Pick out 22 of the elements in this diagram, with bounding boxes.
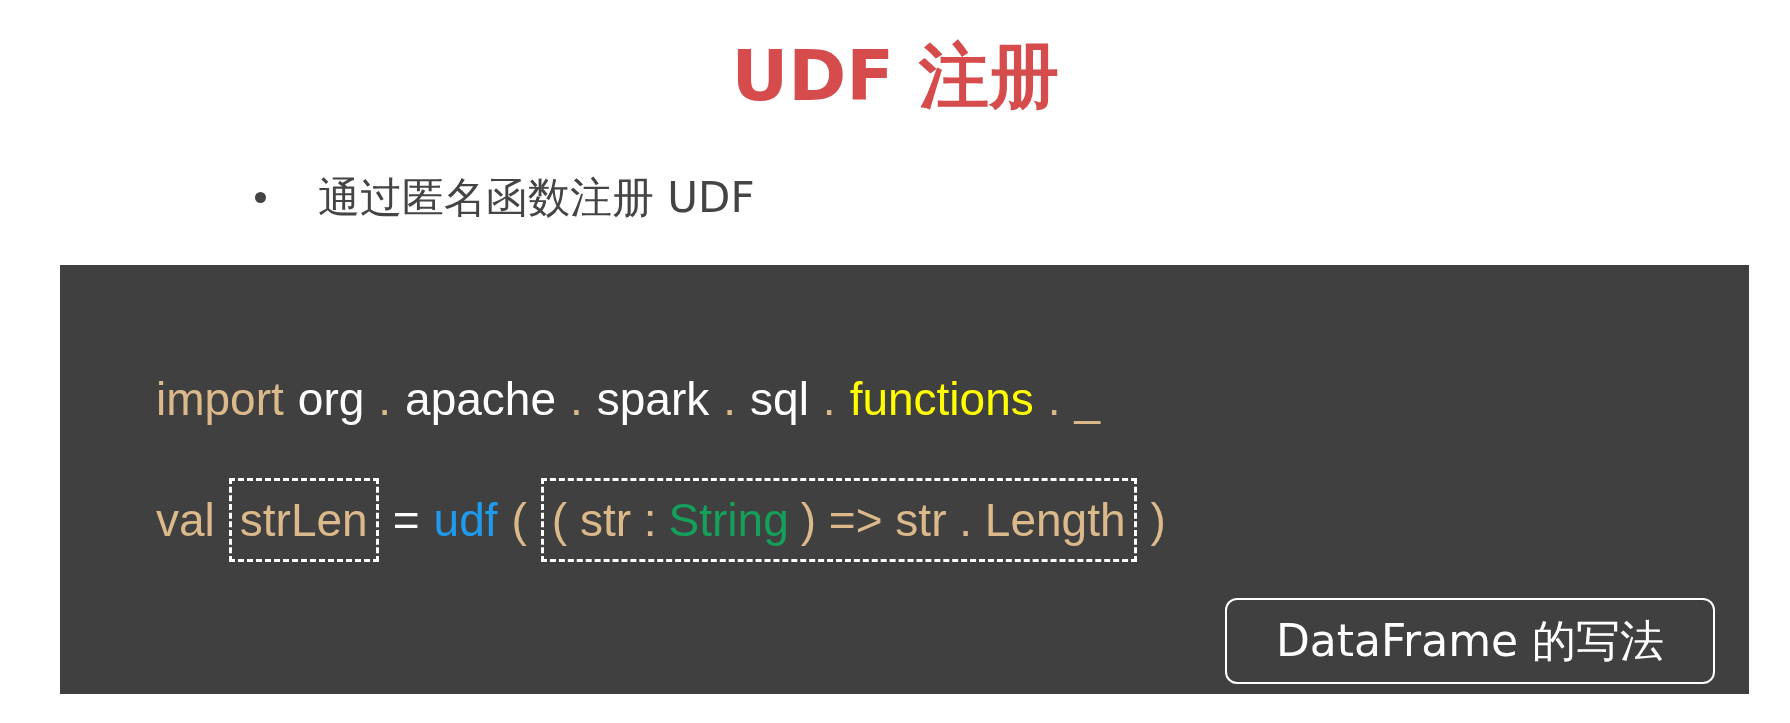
- code-token: .: [822, 372, 836, 426]
- code-token: _: [1074, 372, 1101, 426]
- code-token: ): [1150, 493, 1166, 547]
- code-token: import: [156, 372, 284, 426]
- code-token: apache: [405, 372, 556, 426]
- title: UDF 注册: [730, 34, 1060, 119]
- code-token: val: [156, 493, 215, 547]
- code-token: spark: [596, 372, 710, 426]
- code-token: .: [378, 372, 392, 426]
- code-token: .: [723, 372, 737, 426]
- callout-box: DataFrame 的写法: [1225, 598, 1715, 684]
- dashed-box: ( str : String ) => str . Length: [540, 478, 1137, 562]
- dashed-box: strLen: [228, 478, 379, 562]
- code-token: org: [297, 372, 365, 426]
- code-token: sql: [750, 372, 809, 426]
- bullet-text: 通过匿名函数注册 UDF: [318, 172, 755, 224]
- code-token: (: [511, 493, 527, 547]
- code-token: functions: [849, 372, 1034, 426]
- code-token: =: [392, 493, 420, 547]
- code-token: .: [570, 372, 583, 426]
- code-token: .: [1047, 372, 1061, 426]
- code-token: udf: [433, 493, 498, 547]
